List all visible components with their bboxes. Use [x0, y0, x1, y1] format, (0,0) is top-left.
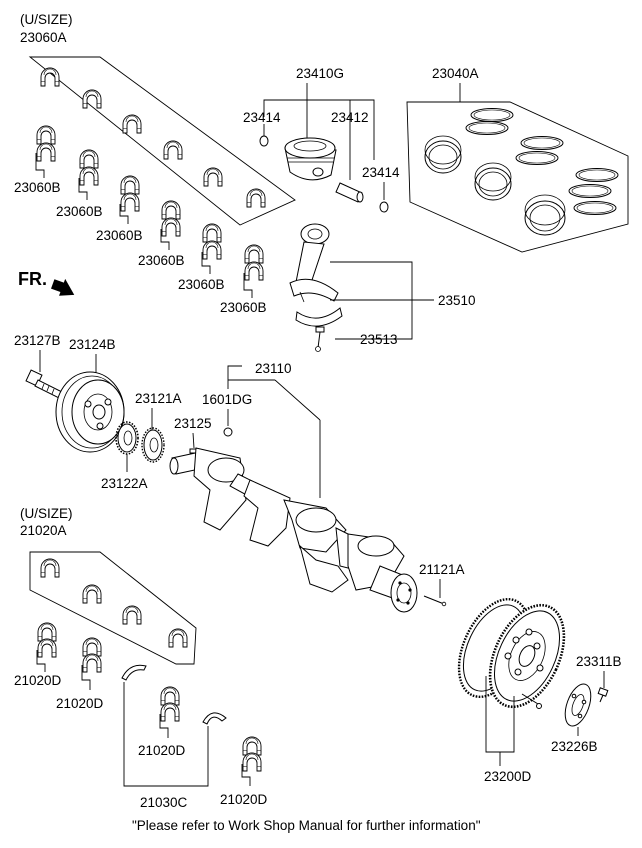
connecting-rod [289, 223, 343, 327]
crank-gear [141, 427, 165, 463]
part-23060A-label: 23060A [20, 30, 67, 45]
drive-plate [457, 597, 566, 709]
part-23510-label: 23510 [438, 293, 476, 308]
bearing-23060A-2 [82, 89, 102, 109]
front-direction-label: FR. [18, 269, 47, 289]
part-21020D-label-2: 21020D [56, 696, 104, 711]
part-23060B-label-4: 23060B [138, 253, 185, 268]
part-23200D-label: 23200D [484, 769, 532, 784]
part-23412-label: 23412 [331, 110, 369, 125]
bearing-23060A-5 [203, 167, 223, 187]
part-21030C-label: 21030C [140, 795, 188, 810]
bearing-23060A-6 [246, 188, 266, 208]
flywheel-bolt-23311B [597, 687, 609, 703]
flywheel-bolt [521, 693, 542, 709]
front-arrow-icon [51, 278, 75, 296]
damper-pulley [55, 371, 125, 453]
rod-bolt [315, 326, 325, 352]
part-23060B-label-1: 23060B [14, 180, 61, 195]
part-1601DG-label: 1601DG [202, 392, 252, 407]
part-23311B-label: 23311B [576, 654, 622, 669]
part-21121A-label: 21121A [419, 562, 465, 577]
part-23110-label: 23110 [255, 361, 292, 376]
part-21020D-label-4: 21020D [220, 792, 268, 807]
part-23060B-label-3: 23060B [96, 228, 143, 243]
part-23060B-label-6: 23060B [220, 300, 267, 315]
footer-note: "Please refer to Work Shop Manual for fu… [132, 818, 481, 833]
part-23513-label: 23513 [360, 332, 398, 347]
bearing-23060A-1 [40, 67, 60, 87]
part-23226B-label: 23226B [551, 739, 598, 754]
part-23410G-label: 23410G [296, 66, 344, 81]
part-23125-label: 23125 [174, 416, 212, 431]
plug-1601DG [223, 427, 233, 437]
part-23414-label-left: 23414 [243, 110, 281, 125]
part-23060B-label-2: 23060B [56, 204, 103, 219]
pulley-bolt [25, 369, 63, 399]
crank-sprocket [115, 421, 139, 455]
part-23414-label-right: 23414 [362, 165, 400, 180]
part-21020D-label-1: 21020D [14, 673, 62, 688]
part-23127B-label: 23127B [14, 333, 61, 348]
bearing-23060A-3 [122, 114, 142, 134]
part-23122A-label: 23122A [101, 476, 148, 491]
bearings-21020D [36, 622, 262, 786]
upper-bearing-panel [28, 56, 296, 226]
reinforcement-plate-23226B [564, 683, 592, 727]
piston-pin [335, 182, 364, 203]
snap-ring-left [259, 135, 269, 147]
bearing-23060A-4 [163, 140, 183, 160]
crankshaft [169, 447, 418, 613]
part-23121A-label: 23121A [135, 391, 182, 406]
bearings-23060B [35, 125, 264, 298]
part-23060B-label-5: 23060B [178, 277, 225, 292]
lower-bearing-panel [29, 551, 197, 665]
piston [284, 137, 337, 181]
usize-label-top: (U/SIZE) [20, 12, 73, 27]
part-23040A-label: 23040A [432, 66, 479, 81]
part-23124B-label: 23124B [69, 337, 116, 352]
snap-ring-right [379, 201, 389, 213]
usize-label-bottom: (U/SIZE) [20, 506, 73, 521]
part-21020D-label-3: 21020D [138, 743, 186, 758]
crank-pin-21121A [423, 595, 447, 607]
part-21020A-label: 21020A [20, 523, 67, 538]
thrust-washers [121, 664, 227, 725]
piston-rings [424, 108, 619, 236]
